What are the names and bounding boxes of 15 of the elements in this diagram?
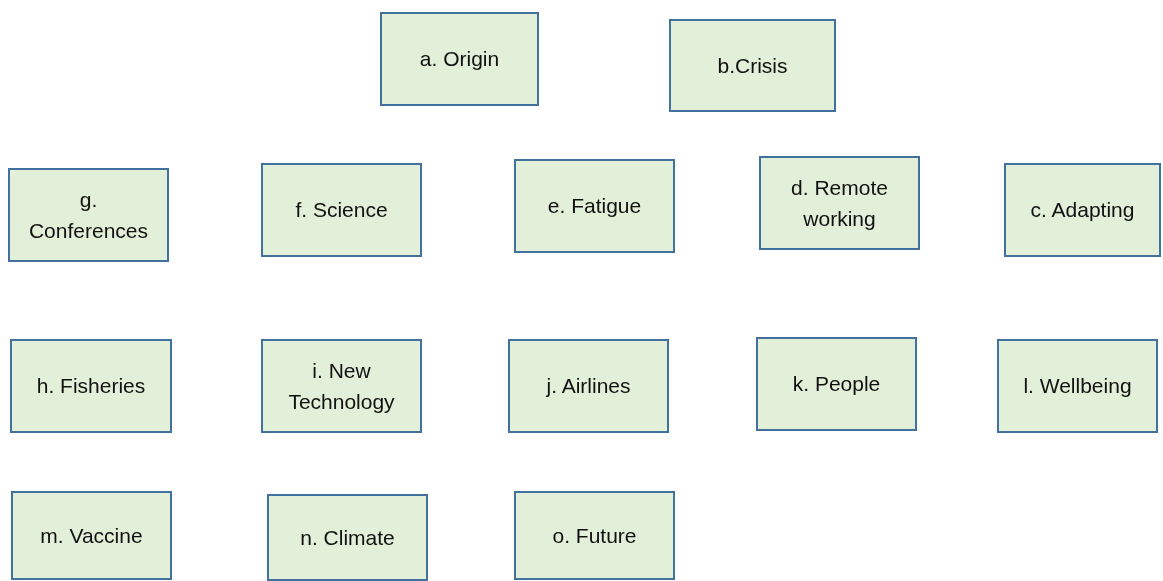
- topic-box: b.Crisis: [669, 19, 836, 112]
- topic-box: e. Fatigue: [514, 159, 675, 253]
- topic-box: m. Vaccine: [11, 491, 172, 580]
- topic-box: l. Wellbeing: [997, 339, 1158, 433]
- topic-box: h. Fisheries: [10, 339, 172, 433]
- topic-box: j. Airlines: [508, 339, 669, 433]
- topic-box: k. People: [756, 337, 917, 431]
- topic-box: f. Science: [261, 163, 422, 257]
- topic-box: c. Adapting: [1004, 163, 1161, 257]
- topic-box: a. Origin: [380, 12, 539, 106]
- topic-box: d. Remote working: [759, 156, 920, 250]
- topic-box: n. Climate: [267, 494, 428, 581]
- topic-box: i. New Technology: [261, 339, 422, 433]
- topic-box: g. Conferences: [8, 168, 169, 262]
- topic-box: o. Future: [514, 491, 675, 580]
